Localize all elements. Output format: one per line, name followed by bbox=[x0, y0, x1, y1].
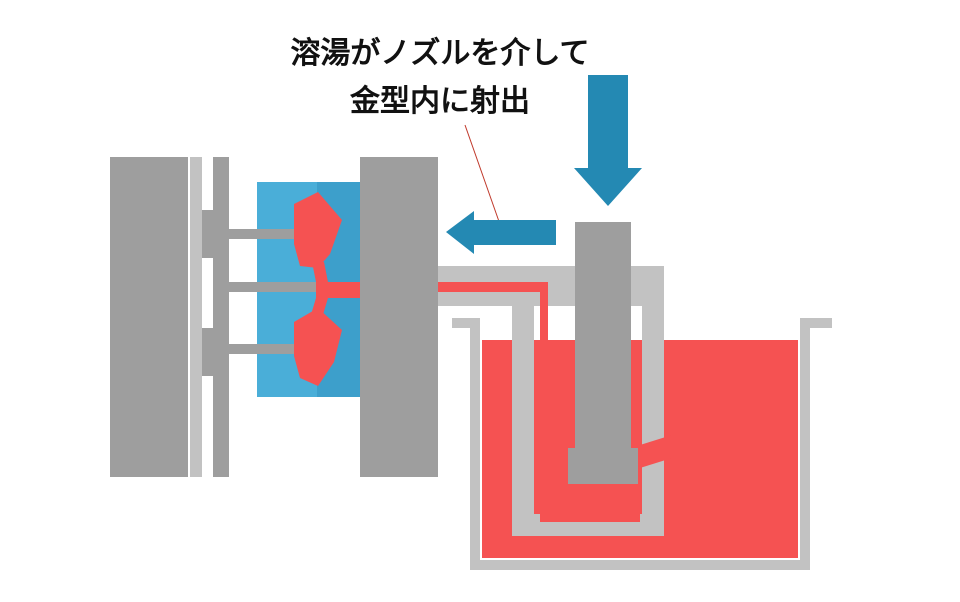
fixed-platen bbox=[360, 157, 438, 477]
plunger bbox=[568, 222, 638, 500]
cavity-bottom bbox=[294, 308, 342, 386]
caption-line-1: 溶湯がノズルを介して bbox=[290, 36, 590, 71]
plunger-tip bbox=[568, 448, 638, 484]
rear-platen bbox=[110, 157, 188, 477]
intake-port bbox=[640, 435, 672, 468]
platen-plate-2 bbox=[213, 157, 229, 477]
platen-plate-1 bbox=[190, 157, 202, 477]
diagram-caption: 溶湯がノズルを介して 金型内に射出 bbox=[250, 30, 630, 126]
runner bbox=[310, 262, 360, 318]
gooseneck bbox=[340, 266, 672, 536]
ejector-platen bbox=[110, 157, 229, 477]
plunger-rod bbox=[575, 222, 631, 484]
cavity-top bbox=[294, 192, 342, 268]
spacer-bottom bbox=[202, 328, 213, 376]
ejector-pin-top bbox=[229, 229, 295, 239]
plunger-chamber-metal bbox=[568, 484, 638, 500]
leader-line bbox=[464, 124, 503, 231]
arrow-left-icon bbox=[446, 211, 556, 254]
arrow-down-icon bbox=[574, 75, 642, 206]
ejector-pin-bottom bbox=[229, 344, 295, 354]
gooseneck-body bbox=[436, 266, 664, 536]
ejector-pin-middle bbox=[229, 282, 317, 292]
caption-line-2: 金型内に射出 bbox=[350, 84, 530, 119]
spacer-top bbox=[202, 210, 213, 258]
die bbox=[229, 182, 360, 397]
